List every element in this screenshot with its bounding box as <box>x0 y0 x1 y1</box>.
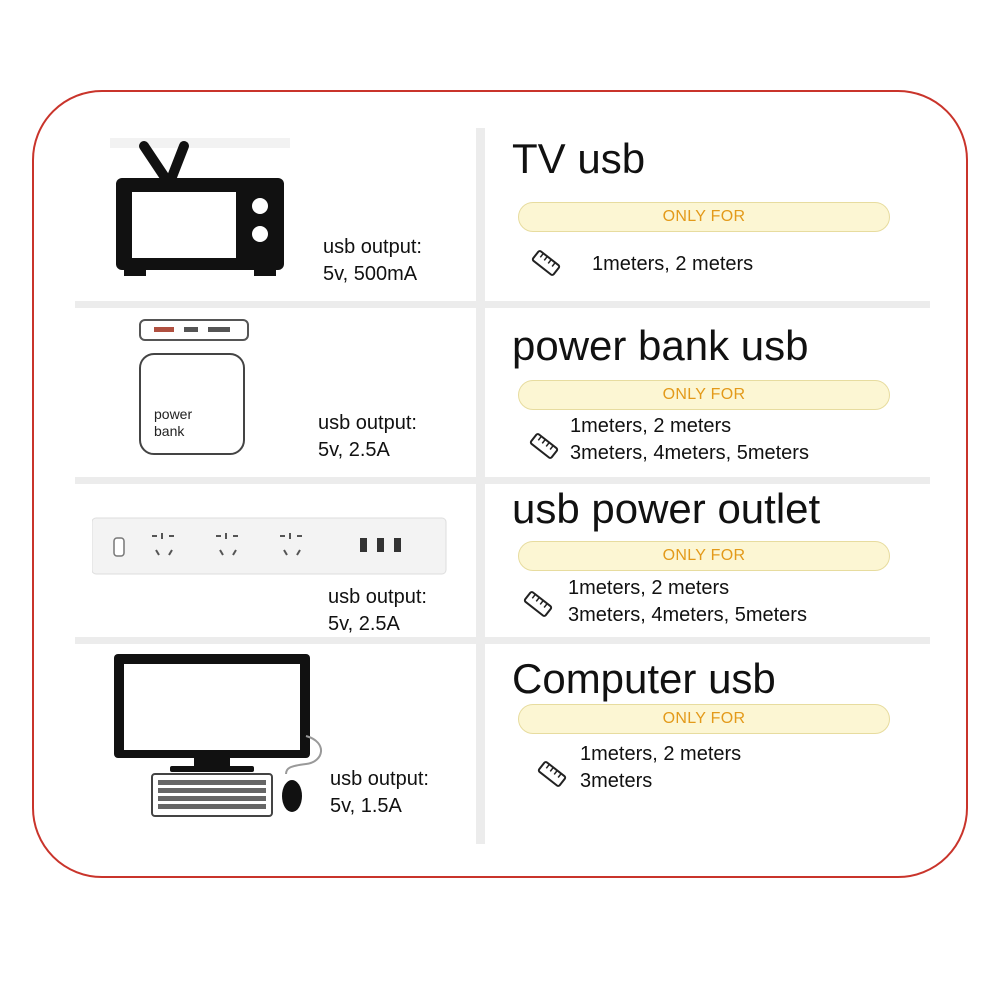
spec-value: 5v, 2.5A <box>318 439 390 461</box>
product-title: usb power outlet <box>512 485 821 532</box>
length-line: 1meters, 2 meters <box>592 253 754 275</box>
spec-label: usb output: <box>328 586 427 608</box>
spec-label: usb output: <box>323 236 422 258</box>
spec-value: 5v, 2.5A <box>328 613 400 635</box>
length-line: 1meters, 2 meters <box>580 743 742 765</box>
row-divider <box>75 637 930 644</box>
only-for-badge: ONLY FOR <box>518 704 890 734</box>
length-line: 3meters, 4meters, 5meters <box>570 442 809 464</box>
spec-text: usb output: 5v, 2.5A <box>328 584 427 638</box>
power-bank-icon: power bank <box>139 319 249 455</box>
only-for-badge: ONLY FOR <box>518 541 890 571</box>
length-options: 1meters, 2 meters 3meters, 4meters, 5met… <box>568 575 807 629</box>
row-divider <box>75 477 930 484</box>
length-options: 1meters, 2 meters 3meters, 4meters, 5met… <box>570 413 809 467</box>
power-bank-label: power <box>154 406 192 422</box>
spec-value: 5v, 500mA <box>323 263 418 285</box>
length-line: 3meters, 4meters, 5meters <box>568 604 807 626</box>
power-strip-icon <box>92 517 447 575</box>
product-title: TV usb <box>512 135 646 182</box>
rounded-frame <box>32 90 968 878</box>
row-divider <box>75 301 930 308</box>
tv-icon <box>110 138 290 276</box>
tape-measure-icon <box>531 250 561 276</box>
tape-measure-icon <box>537 761 567 787</box>
length-options: 1meters, 2 meters 3meters <box>580 741 741 795</box>
tape-measure-icon <box>523 591 553 617</box>
spec-value: 5v, 1.5A <box>330 795 402 817</box>
power-bank-label: bank <box>154 423 185 439</box>
computer-icon <box>114 654 322 817</box>
spec-text: usb output: 5v, 500mA <box>323 234 422 288</box>
spec-label: usb output: <box>318 412 417 434</box>
product-title: Computer usb <box>512 655 776 702</box>
spec-label: usb output: <box>330 768 429 790</box>
spec-text: usb output: 5v, 1.5A <box>330 766 429 820</box>
length-options: 1meters, 2 meters <box>592 251 753 278</box>
length-line: 1meters, 2 meters <box>568 577 730 599</box>
only-for-badge: ONLY FOR <box>518 202 890 232</box>
spec-text: usb output: 5v, 2.5A <box>318 410 417 464</box>
product-title: power bank usb <box>512 322 809 369</box>
tape-measure-icon <box>529 433 559 459</box>
only-for-badge: ONLY FOR <box>518 380 890 410</box>
length-line: 3meters <box>580 770 653 792</box>
column-divider <box>476 128 485 844</box>
length-line: 1meters, 2 meters <box>570 415 732 437</box>
